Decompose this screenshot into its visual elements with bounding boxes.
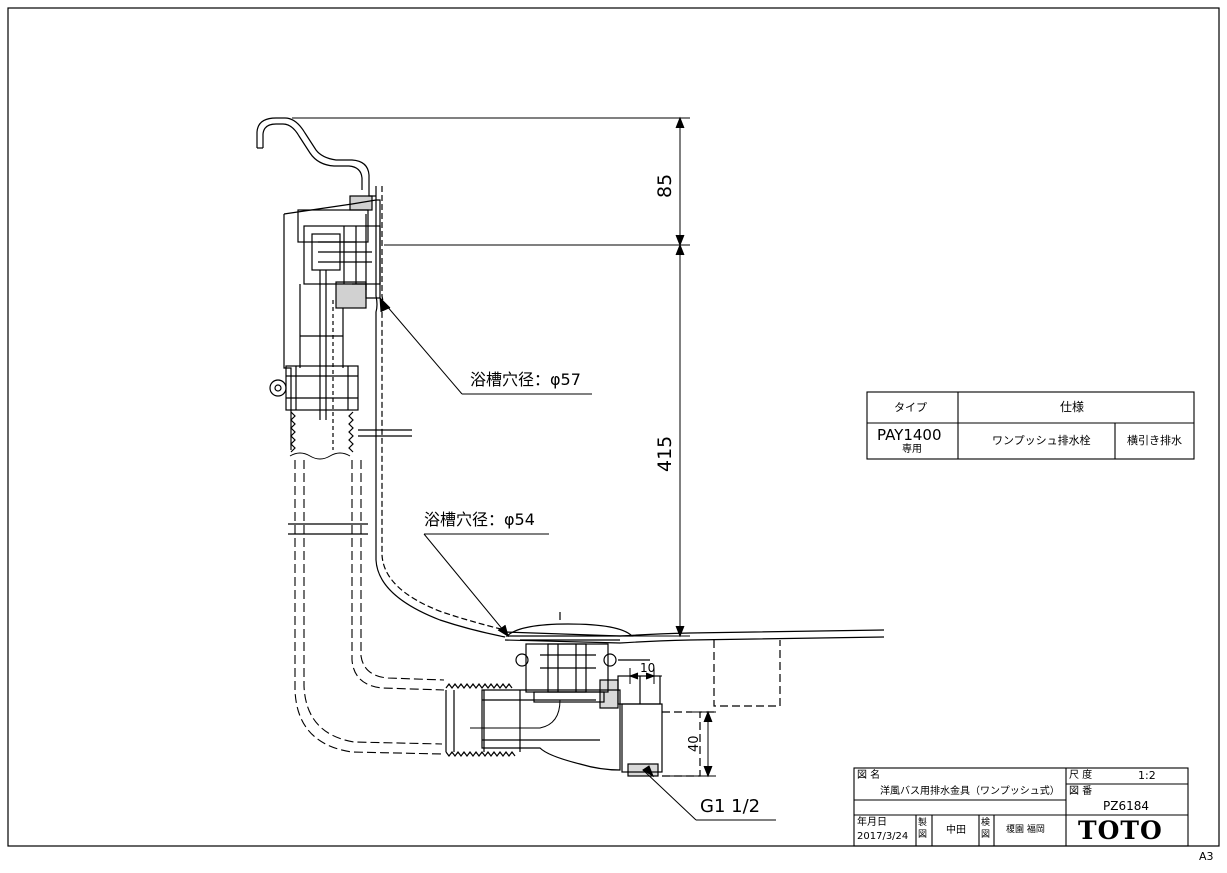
spec-type-value: PAY1400 — [877, 426, 942, 444]
dimension-40: 40 — [687, 735, 702, 752]
spec-type-note: 専用 — [902, 444, 922, 455]
overflow-fitting — [256, 117, 506, 638]
callout-leaders — [379, 296, 776, 821]
callout-hole-diameter-54: 浴槽穴径：φ54 — [424, 510, 535, 529]
callout-thread-size: G1 1/2 — [700, 796, 761, 817]
date-label: 年月日 — [857, 817, 887, 828]
sheet-border — [7, 7, 1220, 847]
title-name-label: 図 名 — [857, 770, 881, 781]
dimension-415: 415 — [654, 435, 676, 472]
drawing-number-label: 図 番 — [1069, 786, 1093, 797]
drawing-name: 洋風バス用排水金具（ワンプッシュ式） — [880, 786, 1060, 797]
hose-break-mark — [288, 523, 368, 535]
drawing-number: PZ6184 — [1103, 799, 1149, 813]
drafted-by: 中田 — [946, 825, 966, 836]
dimension-85: 85 — [654, 173, 676, 198]
date-value: 2017/3/24 — [857, 831, 909, 842]
scale-label: 尺 度 — [1069, 770, 1093, 781]
drain-hose — [294, 460, 445, 755]
scale-value: 1:2 — [1138, 769, 1156, 782]
dimension-10: 10 — [640, 661, 656, 675]
callout-hole-diameter-57: 浴槽穴径：φ57 — [470, 370, 581, 389]
drain-fitting — [445, 612, 885, 777]
checked-label: 検図 — [981, 818, 991, 840]
spec-header-type: タイプ — [894, 401, 927, 414]
spec-table — [866, 391, 1195, 460]
dimension-lines — [292, 116, 716, 778]
sheet-size-mark: A3 — [1199, 850, 1214, 863]
drafted-label: 製図 — [918, 818, 928, 840]
title-block — [853, 767, 1189, 847]
checked-by: 榎園 福岡 — [1006, 825, 1045, 835]
spec-feature-horizontal-drain: 横引き排水 — [1127, 434, 1182, 447]
brand-logo: TOTO — [1078, 816, 1163, 845]
spec-header-spec: 仕様 — [1060, 400, 1085, 414]
spec-feature-one-push: ワンプッシュ排水栓 — [992, 434, 1091, 447]
